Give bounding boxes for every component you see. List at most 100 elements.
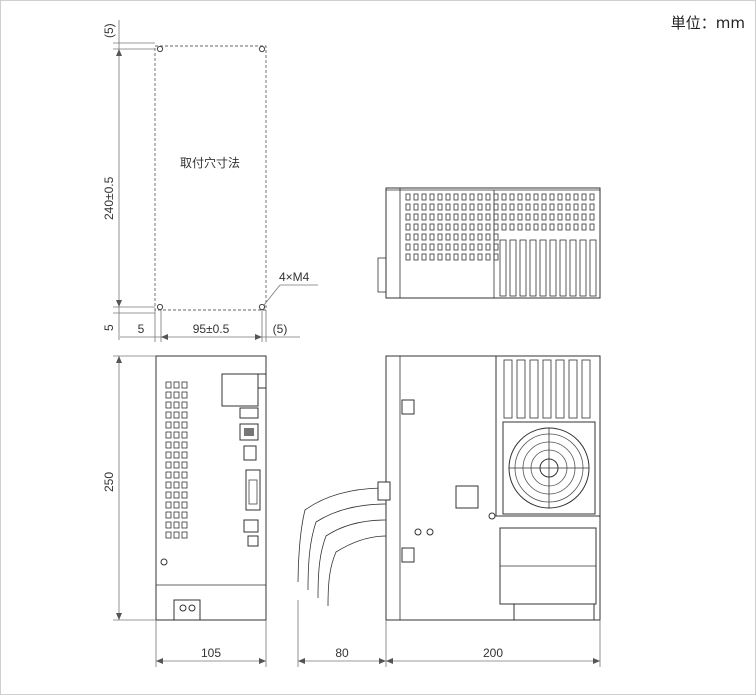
- vent-slot: [541, 203, 547, 211]
- vent-slot: [173, 531, 180, 539]
- vent-slot: [469, 223, 475, 231]
- vent-slot: [165, 381, 172, 389]
- vent-slot: [453, 223, 459, 231]
- vent-slot: [485, 193, 491, 201]
- cutout-label: 取付穴寸法: [180, 155, 240, 170]
- heatsink-fin: [555, 359, 565, 419]
- vent-slot: [165, 391, 172, 399]
- vent-slot: [405, 193, 411, 201]
- vent-slot: [437, 203, 443, 211]
- vent-slot: [581, 193, 587, 201]
- heatsink-fin: [589, 239, 597, 297]
- vent-slot: [429, 233, 435, 241]
- heatsink-fin: [529, 239, 537, 297]
- vent-slot: [589, 193, 595, 201]
- vent-slot: [501, 193, 507, 201]
- vent-slot: [477, 253, 483, 261]
- cutout-horizontal-dimensions: 5 95±0.5 (5): [120, 310, 300, 342]
- vent-slot: [181, 401, 188, 409]
- vent-slot: [165, 531, 172, 539]
- vent-slot: [549, 213, 555, 221]
- vent-slot: [573, 213, 579, 221]
- vent-slot: [173, 411, 180, 419]
- cutout-vertical-dimensions: (5) 240±0.5 5: [102, 20, 155, 340]
- vent-slot: [413, 223, 419, 231]
- vent-slot: [469, 233, 475, 241]
- vent-slot: [485, 203, 491, 211]
- vent-slot: [493, 203, 499, 211]
- vent-slot: [437, 223, 443, 231]
- vent-slot: [165, 401, 172, 409]
- vent-slot: [429, 223, 435, 231]
- vent-slot: [445, 223, 451, 231]
- vent-slot: [477, 213, 483, 221]
- heatsink-fin: [568, 359, 578, 419]
- vent-slot: [445, 213, 451, 221]
- heatsink-fin: [539, 239, 547, 297]
- vent-slot: [181, 521, 188, 529]
- vent-slot: [469, 193, 475, 201]
- heatsink-fin: [503, 359, 513, 419]
- vent-slot: [461, 223, 467, 231]
- vent-slot: [557, 223, 563, 231]
- vent-slot: [181, 461, 188, 469]
- vent-slot: [469, 213, 475, 221]
- vent-slot: [493, 253, 499, 261]
- cutout-right-margin: (5): [273, 322, 288, 336]
- vent-slot: [421, 223, 427, 231]
- vent-slot: [405, 203, 411, 211]
- vent-slot: [181, 421, 188, 429]
- depth-dimension: 200: [483, 646, 503, 660]
- vent-slot: [421, 193, 427, 201]
- heatsink-fin: [499, 239, 507, 297]
- vent-slot: [477, 233, 483, 241]
- heatsink-fin: [516, 359, 526, 419]
- vent-slot: [565, 193, 571, 201]
- vent-slot: [429, 203, 435, 211]
- vent-slot: [461, 193, 467, 201]
- vent-slot: [493, 223, 499, 231]
- vent-slot: [477, 243, 483, 251]
- vent-slot: [541, 223, 547, 231]
- vent-slot: [181, 511, 188, 519]
- vent-slot: [405, 243, 411, 251]
- vent-slot: [525, 193, 531, 201]
- vent-slot: [589, 203, 595, 211]
- vent-slot: [517, 203, 523, 211]
- vent-slot: [181, 471, 188, 479]
- front-width-dimension: 105: [201, 646, 221, 660]
- vent-slot: [573, 223, 579, 231]
- vent-slot: [453, 243, 459, 251]
- vent-slot: [469, 243, 475, 251]
- vent-slot: [405, 213, 411, 221]
- vent-slot: [173, 501, 180, 509]
- vent-slot: [445, 253, 451, 261]
- vent-slot: [429, 193, 435, 201]
- vent-slot: [589, 223, 595, 231]
- vent-slot: [165, 441, 172, 449]
- vent-slot: [405, 253, 411, 261]
- vent-slot: [413, 233, 419, 241]
- vent-slot: [541, 193, 547, 201]
- vent-slot: [413, 193, 419, 201]
- vent-slot: [525, 203, 531, 211]
- vent-slot: [541, 213, 547, 221]
- unit-label: 単位：mm: [671, 14, 745, 32]
- vent-slot: [181, 381, 188, 389]
- vent-slot: [173, 441, 180, 449]
- vent-slot: [477, 193, 483, 201]
- vent-slot: [165, 451, 172, 459]
- vent-slot: [165, 501, 172, 509]
- vent-slot: [437, 193, 443, 201]
- vent-slot: [437, 233, 443, 241]
- heatsink-fin: [529, 359, 539, 419]
- vent-slot: [445, 203, 451, 211]
- vent-slot: [533, 223, 539, 231]
- vent-slot: [421, 243, 427, 251]
- cutout-left-margin: 5: [138, 322, 145, 336]
- vent-slot: [173, 431, 180, 439]
- vent-slot: [165, 471, 172, 479]
- vent-slot: [453, 203, 459, 211]
- vent-slot: [533, 193, 539, 201]
- vent-slot: [181, 391, 188, 399]
